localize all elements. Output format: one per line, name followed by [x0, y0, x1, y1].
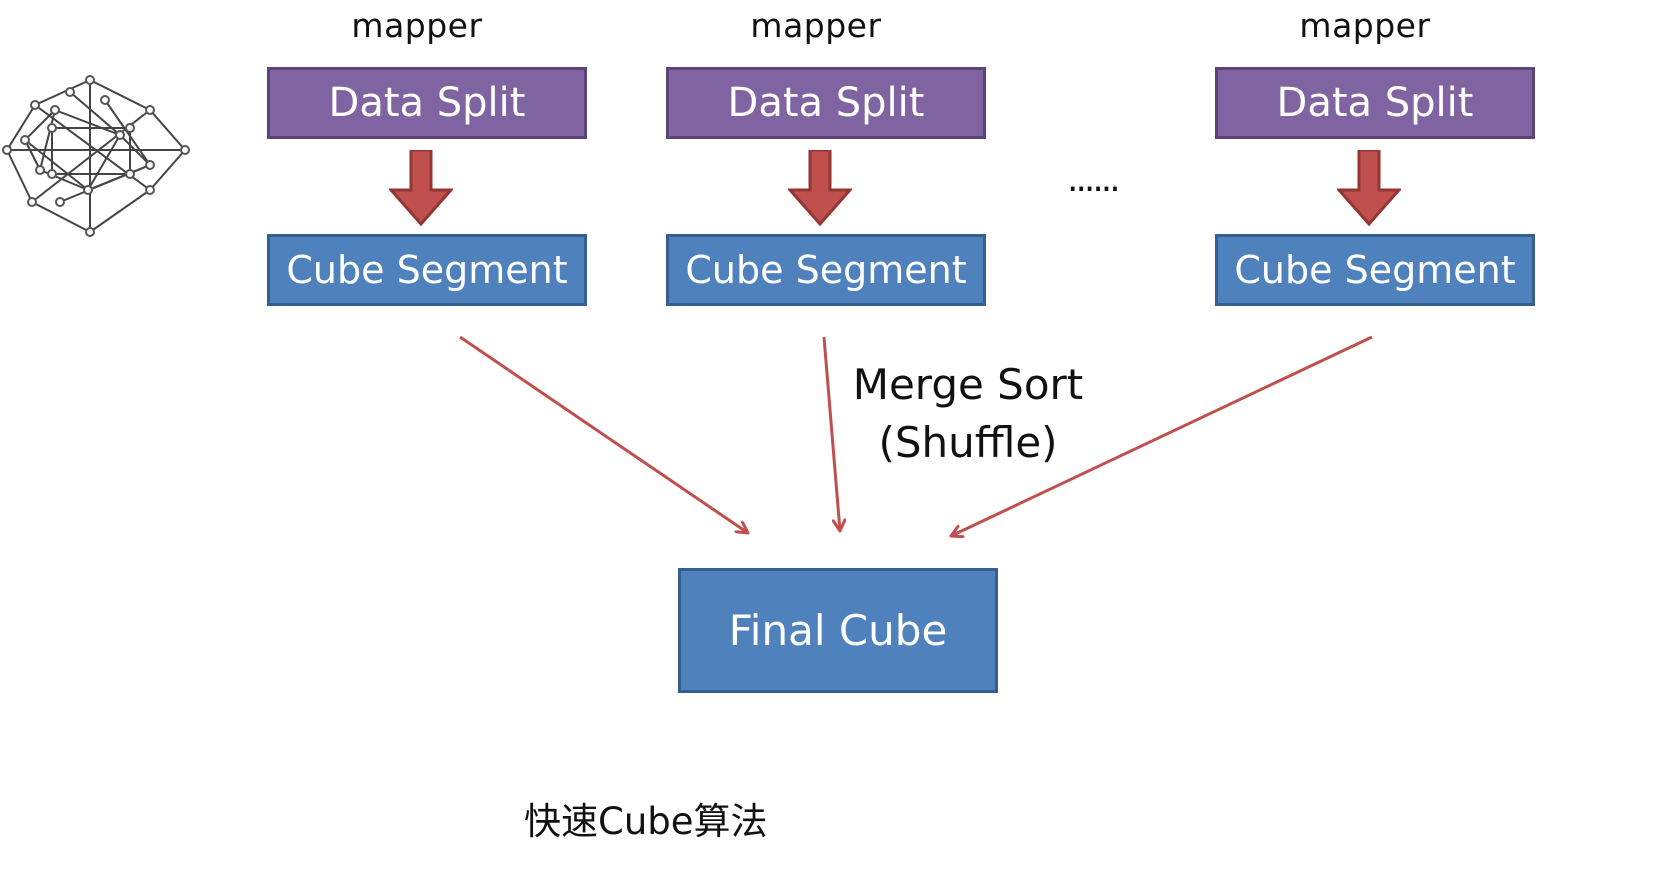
down-arrow-icon [389, 150, 453, 226]
merge-sort-text: Merge Sort [852, 360, 1084, 409]
mapper-title-1: mapper [351, 6, 483, 45]
cube-segment-label-2: Cube Segment [685, 248, 967, 292]
final-cube-box: Final Cube [678, 568, 998, 693]
data-split-box-3: Data Split [1215, 67, 1535, 139]
data-split-label-1: Data Split [328, 80, 526, 126]
cube-segment-label-3: Cube Segment [1234, 248, 1516, 292]
data-split-box-2: Data Split [666, 67, 986, 139]
mapper-column-1: mapper Data Split Cube Segment [267, 0, 587, 306]
merge-arrow-icon [951, 335, 1373, 536]
mapper-ellipsis: ...... [1067, 159, 1121, 200]
data-split-label-2: Data Split [727, 80, 925, 126]
merge-arrow-icon [459, 335, 748, 533]
final-cube-label: Final Cube [728, 606, 948, 655]
mapper-column-3: mapper Data Split Cube Segment [1215, 0, 1535, 306]
down-arrow-icon [1337, 150, 1401, 226]
down-arrow-icon [788, 150, 852, 226]
merge-arrow-icon [822, 336, 840, 531]
diagram-caption: 快速Cube算法 [524, 800, 768, 843]
shuffle-text: (Shuffle) [878, 418, 1058, 467]
cube-segment-label-1: Cube Segment [286, 248, 568, 292]
mapper-title-3: mapper [1299, 6, 1431, 45]
data-split-box-1: Data Split [267, 67, 587, 139]
cube-segment-box-1: Cube Segment [267, 234, 587, 306]
merge-sort-label: Merge Sort (Shuffle) [848, 356, 1088, 472]
mapper-column-2: mapper Data Split Cube Segment [666, 0, 986, 306]
cube-segment-box-2: Cube Segment [666, 234, 986, 306]
cube-segment-box-3: Cube Segment [1215, 234, 1535, 306]
cube-lattice-icon [2, 75, 190, 237]
data-split-label-3: Data Split [1276, 80, 1474, 126]
mapper-title-2: mapper [750, 6, 882, 45]
